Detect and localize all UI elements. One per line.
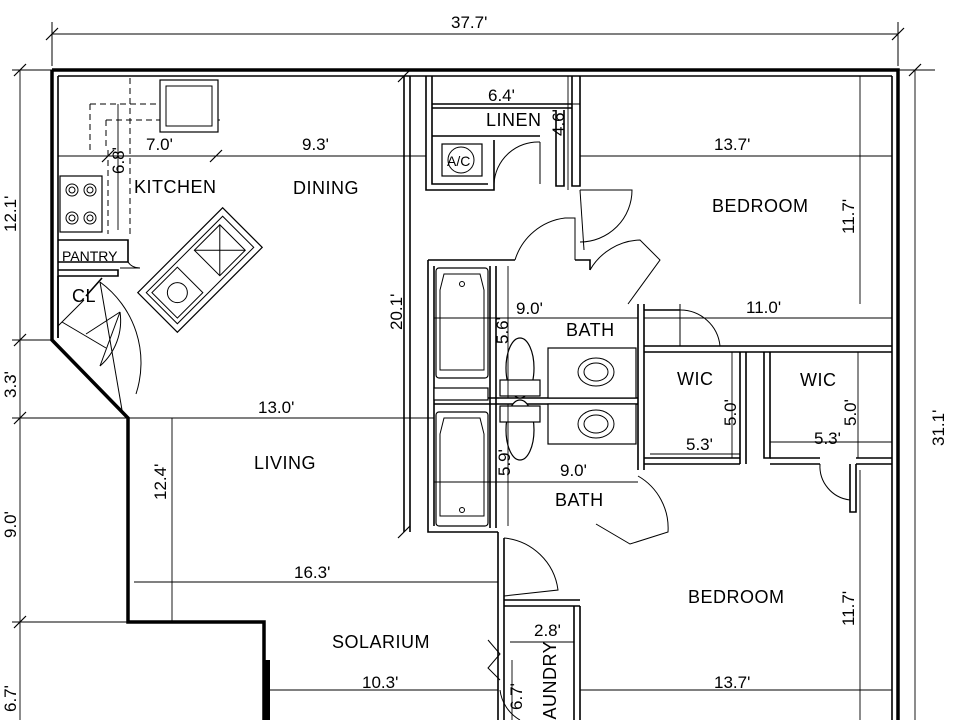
dim-wic-right-width: 5.3'	[814, 429, 841, 448]
dim-left-angle: 3.3'	[1, 371, 20, 398]
door-swings	[487, 141, 851, 720]
dim-left-mid: 9.0'	[1, 511, 20, 538]
interior-dimension-lines	[58, 69, 892, 720]
room-label-linen: LINEN	[486, 110, 542, 130]
dim-wic-left-width: 5.3'	[686, 435, 713, 454]
dim-wic-left-depth: 5.0'	[721, 399, 740, 426]
dim-kitchen-width: 7.0'	[146, 135, 173, 154]
dim-wic-right-depth: 5.0'	[841, 399, 860, 426]
dim-dining-living-depth: 20.1'	[387, 294, 406, 330]
dim-bedroom-top-depth: 11.7'	[839, 199, 858, 234]
dim-bedroom-top-width: 13.7'	[714, 135, 750, 154]
bathtub-top-icon	[435, 267, 489, 379]
dim-living-depth: 12.4'	[151, 464, 170, 500]
room-labels: KITCHEN DINING PANTRY CL LINEN A/C BEDRO…	[62, 110, 837, 720]
room-label-bath-top: BATH	[566, 320, 615, 340]
room-label-bath-bottom: BATH	[555, 490, 604, 510]
bathtub-bottom-icon	[435, 411, 489, 527]
dim-kitchen-depth: 6.8'	[109, 147, 128, 174]
dim-bath-bottom-depth: 5.9'	[495, 449, 514, 476]
dim-bedroom-bottom-depth: 11.7'	[839, 591, 858, 626]
room-label-solarium: SOLARIUM	[332, 632, 430, 652]
dim-laundry-width: 2.8'	[534, 621, 561, 640]
dim-bath-top-depth: 5.6'	[493, 317, 512, 344]
dimension-labels: 37.7' 31.1' 12.1' 3.3' 9.0' 6.7' 7.0' 6.…	[1, 13, 948, 712]
room-label-kitchen: KITCHEN	[134, 177, 217, 197]
overall-dimension-lines	[12, 22, 935, 720]
dim-wic-span: 11.0'	[746, 298, 781, 317]
room-label-living: LIVING	[254, 453, 316, 473]
room-label-dining: DINING	[293, 178, 359, 198]
room-label-pantry: PANTRY	[62, 248, 118, 264]
refrigerator-icon	[159, 79, 219, 133]
dim-overall-depth: 31.1'	[929, 410, 948, 446]
dim-bath-top-width: 9.0'	[516, 299, 543, 318]
dim-solarium-span: 16.3'	[294, 563, 330, 582]
room-label-closet: CL	[72, 286, 96, 306]
range-icon	[59, 175, 103, 233]
room-label-bedroom-top: BEDROOM	[712, 196, 809, 216]
room-label-bedroom-bottom: BEDROOM	[688, 587, 785, 607]
dim-bath-bottom-width: 9.0'	[560, 461, 587, 480]
dim-dining-width: 9.3'	[302, 135, 329, 154]
ac-unit-icon	[441, 143, 483, 177]
dim-overall-width: 37.7'	[451, 13, 487, 32]
bath-fixtures	[433, 267, 637, 527]
dim-solarium-width: 10.3'	[362, 673, 398, 692]
dim-left-bottom: 6.7'	[1, 685, 20, 712]
dim-laundry-depth: 6.7'	[507, 683, 526, 710]
kitchen-island	[136, 206, 264, 334]
room-label-ac: A/C	[447, 153, 470, 169]
room-label-laundry: LAUNDRY	[540, 641, 560, 720]
dim-living-width: 13.0'	[258, 398, 294, 417]
kitchen-fixtures	[57, 78, 264, 411]
room-label-wic-right: WIC	[800, 370, 837, 390]
vanity-top-icon	[547, 347, 637, 399]
dim-left-top: 12.1'	[1, 196, 20, 232]
room-label-wic-left: WIC	[677, 369, 714, 389]
dim-linen-width: 6.4'	[488, 86, 515, 105]
dim-linen-depth: 4.6'	[549, 109, 568, 136]
dim-bedroom-bottom-width: 13.7'	[714, 673, 750, 692]
